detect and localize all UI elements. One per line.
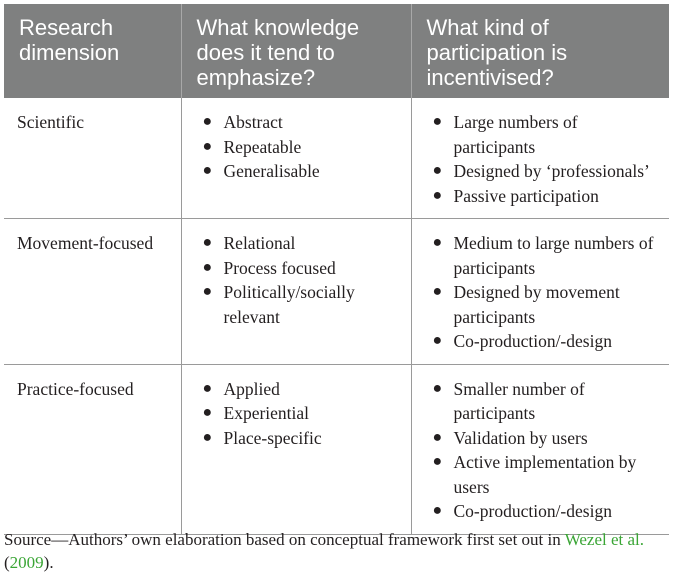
list-item: ●Designed by ‘professionals’ [425, 159, 664, 184]
bullet-icon: ● [432, 428, 443, 446]
list-item: ●Place-specific [195, 426, 405, 451]
bullet-icon: ● [202, 234, 213, 251]
knowledge-cell: ●Applied ●Experiential ●Place-specific [180, 364, 411, 535]
participation-list: ●Medium to large numbers of participants… [425, 231, 664, 354]
list-item: ●Process focused [195, 256, 405, 281]
participation-cell: ●Large numbers of participants ●Designed… [410, 98, 669, 219]
list-item: ●Medium to large numbers of participants [432, 233, 654, 278]
bullet-icon: ● [432, 453, 443, 470]
dimension-cell: Scientific [4, 98, 181, 219]
header-research-dimension: Research dimension [4, 4, 181, 98]
knowledge-cell: ●Abstract ●Repeatable ●Generalisable [180, 98, 411, 219]
caption-paren-close: ). [43, 553, 54, 572]
participation-list: ●Smaller number of participants ●Validat… [425, 377, 664, 524]
bullet-icon: ● [202, 283, 213, 300]
list-item: ● Co-production/-design [425, 329, 664, 354]
list-item: ●Smaller number of participants [432, 378, 585, 424]
list-item: ●Abstract [195, 110, 405, 135]
dimension-cell: Movement-focused [4, 218, 181, 365]
research-dimensions-table-container: Research dimension What knowledge does i… [4, 4, 669, 535]
bullet-icon: ● [432, 283, 443, 300]
bullet-icon: ● [432, 162, 443, 179]
reference-link-authors[interactable]: Wezel et al. [564, 530, 645, 549]
list-item: ●Passive participation [425, 184, 664, 209]
table-source-caption: Source—Authors’ own elaboration based on… [4, 528, 669, 574]
bullet-icon: ● [432, 186, 443, 204]
bullet-icon: ● [202, 379, 213, 397]
research-dimensions-table: Research dimension What knowledge does i… [4, 4, 669, 535]
bullet-icon: ● [432, 113, 443, 130]
header-knowledge: What knowledge does it tend to emphasize… [180, 4, 411, 98]
dimension-cell: Practice-focused [4, 364, 181, 535]
bullet-icon: ● [432, 379, 443, 397]
table-row-practice-focused: Practice-focused ●Applied ●Experiential … [4, 364, 669, 535]
knowledge-list: ●Relational ●Process focused ●Politicall… [195, 231, 405, 329]
list-item: ●Designed by movement participants [432, 282, 620, 327]
reference-link-year[interactable]: 2009 [9, 553, 44, 572]
list-item: ●Repeatable [195, 135, 405, 160]
caption-text: Source—Authors’ own elaboration based on… [4, 530, 565, 549]
participation-cell: ●Medium to large numbers of participants… [410, 218, 669, 365]
knowledge-list: ●Abstract ●Repeatable ●Generalisable [195, 110, 405, 184]
list-item: ●Generalisable [195, 159, 405, 184]
bullet-icon: ● [432, 234, 443, 251]
list-item: ●Experiential [195, 401, 405, 426]
header-participation: What kind of participation is incentivis… [410, 4, 669, 98]
caption-paren-open: ( [4, 553, 10, 572]
participation-cell: ●Smaller number of participants ●Validat… [410, 364, 669, 535]
list-item: ●Active implementation by users [432, 452, 637, 497]
bullet-icon: ● [202, 404, 213, 421]
knowledge-list: ●Applied ●Experiential ●Place-specific [195, 377, 405, 451]
table-row-movement-focused: Movement-focused ●Relational ●Process fo… [4, 218, 669, 365]
bullet-icon: ● [432, 332, 443, 349]
bullet-icon: ● [202, 258, 213, 276]
list-item: ●Co-production/-design [425, 499, 664, 524]
list-item: ●Applied [195, 377, 405, 402]
bullet-icon: ● [202, 113, 213, 130]
list-item: ●Validation by users [425, 426, 664, 451]
table-row-scientific: Scientific ●Abstract ●Repeatable ●Genera… [4, 98, 669, 219]
bullet-icon: ● [432, 502, 443, 519]
table-header-row: Research dimension What knowledge does i… [4, 4, 669, 98]
list-item: ●Politically/socially relevant [202, 282, 355, 327]
bullet-icon: ● [202, 162, 213, 179]
participation-list: ●Large numbers of participants ●Designed… [425, 110, 664, 208]
list-item: ●Large numbers of participants [432, 112, 578, 157]
bullet-icon: ● [202, 428, 213, 446]
list-item: ●Relational [195, 231, 405, 256]
bullet-icon: ● [202, 137, 213, 155]
knowledge-cell: ●Relational ●Process focused ●Politicall… [180, 218, 411, 365]
